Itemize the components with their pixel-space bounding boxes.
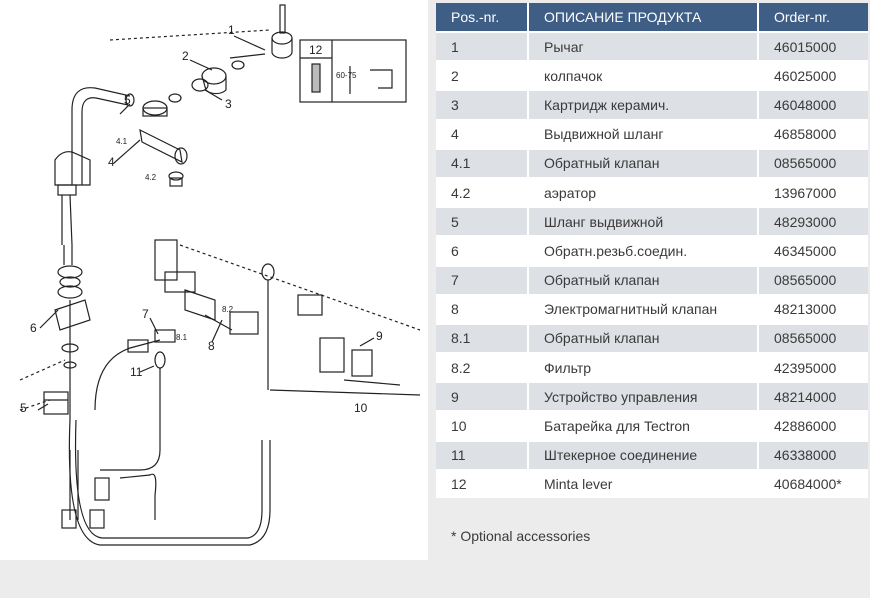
cell-order: 46338000: [758, 439, 868, 470]
cell-pos: 9: [436, 381, 529, 412]
cell-order: 46048000: [758, 89, 868, 120]
cell-desc: Штекерное соединение: [528, 439, 759, 470]
label-1: 1: [228, 23, 235, 37]
exploded-diagram: 1 2 3 4 4.1 4.2 5 6 7 8 8.1 8.2 9 10 11 …: [0, 0, 428, 560]
bottom-strip: [0, 560, 870, 598]
cell-pos: 4.2: [436, 176, 529, 208]
label-5: 5: [124, 93, 131, 107]
label-4-2: 4.2: [145, 173, 157, 182]
exploded-view-drawing: 1 2 3 4 4.1 4.2 5 6 7 8 8.1 8.2 9 10 11 …: [19, 4, 421, 546]
cell-pos: 3: [436, 89, 529, 120]
cell-pos: 2: [436, 60, 529, 91]
label-4-1: 4.1: [116, 137, 128, 146]
label-4: 4: [108, 155, 115, 169]
header-pos: Pos.-nr.: [436, 3, 529, 32]
cell-desc: Minta lever: [528, 468, 759, 498]
cell-order: 46025000: [758, 60, 868, 91]
label-2: 2: [182, 49, 189, 63]
label-11: 11: [130, 365, 143, 379]
cell-order: 08565000: [758, 322, 868, 354]
cell-order: 46345000: [758, 235, 868, 266]
cell-pos: 5: [436, 206, 529, 237]
cell-pos: 4: [436, 118, 529, 149]
cell-order: 48214000: [758, 381, 868, 412]
cell-desc: Обратный клапан: [528, 147, 759, 178]
label-8: 8: [208, 339, 215, 353]
header-description: ОПИСАНИЕ ПРОДУКТА: [528, 3, 759, 32]
label-9: 9: [376, 329, 383, 343]
cell-pos: 8.1: [436, 322, 529, 354]
cell-order: 48213000: [758, 293, 868, 324]
label-8-1: 8.1: [176, 333, 188, 342]
cell-pos: 10: [436, 410, 529, 441]
cell-desc: Фильтр: [528, 352, 759, 383]
cell-order: 46858000: [758, 118, 868, 149]
cell-order: 40684000*: [758, 468, 868, 498]
label-8-2: 8.2: [222, 305, 234, 314]
label-5-lower: 5: [20, 401, 27, 415]
label-60-75: 60-75: [336, 71, 357, 80]
cell-order: 08565000: [758, 147, 868, 178]
cell-order: 13967000: [758, 176, 868, 208]
cell-order: 48293000: [758, 206, 868, 237]
header-order: Order-nr.: [758, 3, 868, 32]
cell-pos: 1: [436, 30, 529, 62]
cell-desc: Электромагнитный клапан: [528, 293, 759, 324]
cell-desc: колпачок: [528, 60, 759, 91]
cell-desc: Рычаг: [528, 30, 759, 62]
label-12: 12: [309, 43, 323, 57]
cell-desc: Выдвижной шланг: [528, 118, 759, 149]
label-3: 3: [225, 97, 232, 111]
label-6: 6: [30, 321, 37, 335]
footnote: * Optional accessories: [451, 528, 591, 544]
cell-order: 42395000: [758, 352, 868, 383]
cell-pos: 6: [436, 235, 529, 266]
label-7: 7: [142, 307, 149, 321]
cell-pos: 11: [436, 439, 529, 470]
cell-pos: 7: [436, 264, 529, 295]
table-header-row: Pos.-nr. ОПИСАНИЕ ПРОДУКТА Order-nr.: [436, 3, 868, 32]
cell-order: 42886000: [758, 410, 868, 441]
cell-order: 46015000: [758, 30, 868, 62]
cell-desc: Обратный клапан: [528, 264, 759, 295]
cell-desc: Картридж керамич.: [528, 89, 759, 120]
cell-desc: Устройство управления: [528, 381, 759, 412]
label-10: 10: [354, 401, 368, 415]
cell-pos: 8.2: [436, 352, 529, 383]
cell-desc: Обратный клапан: [528, 322, 759, 354]
cell-pos: 8: [436, 293, 529, 324]
cell-desc: Обратн.резьб.соедин.: [528, 235, 759, 266]
cell-order: 08565000: [758, 264, 868, 295]
cell-pos: 12: [436, 468, 529, 498]
cell-desc: Батарейка для Tectron: [528, 410, 759, 441]
cell-pos: 4.1: [436, 147, 529, 178]
cell-desc: Шланг выдвижной: [528, 206, 759, 237]
cell-desc: аэратор: [528, 176, 759, 208]
